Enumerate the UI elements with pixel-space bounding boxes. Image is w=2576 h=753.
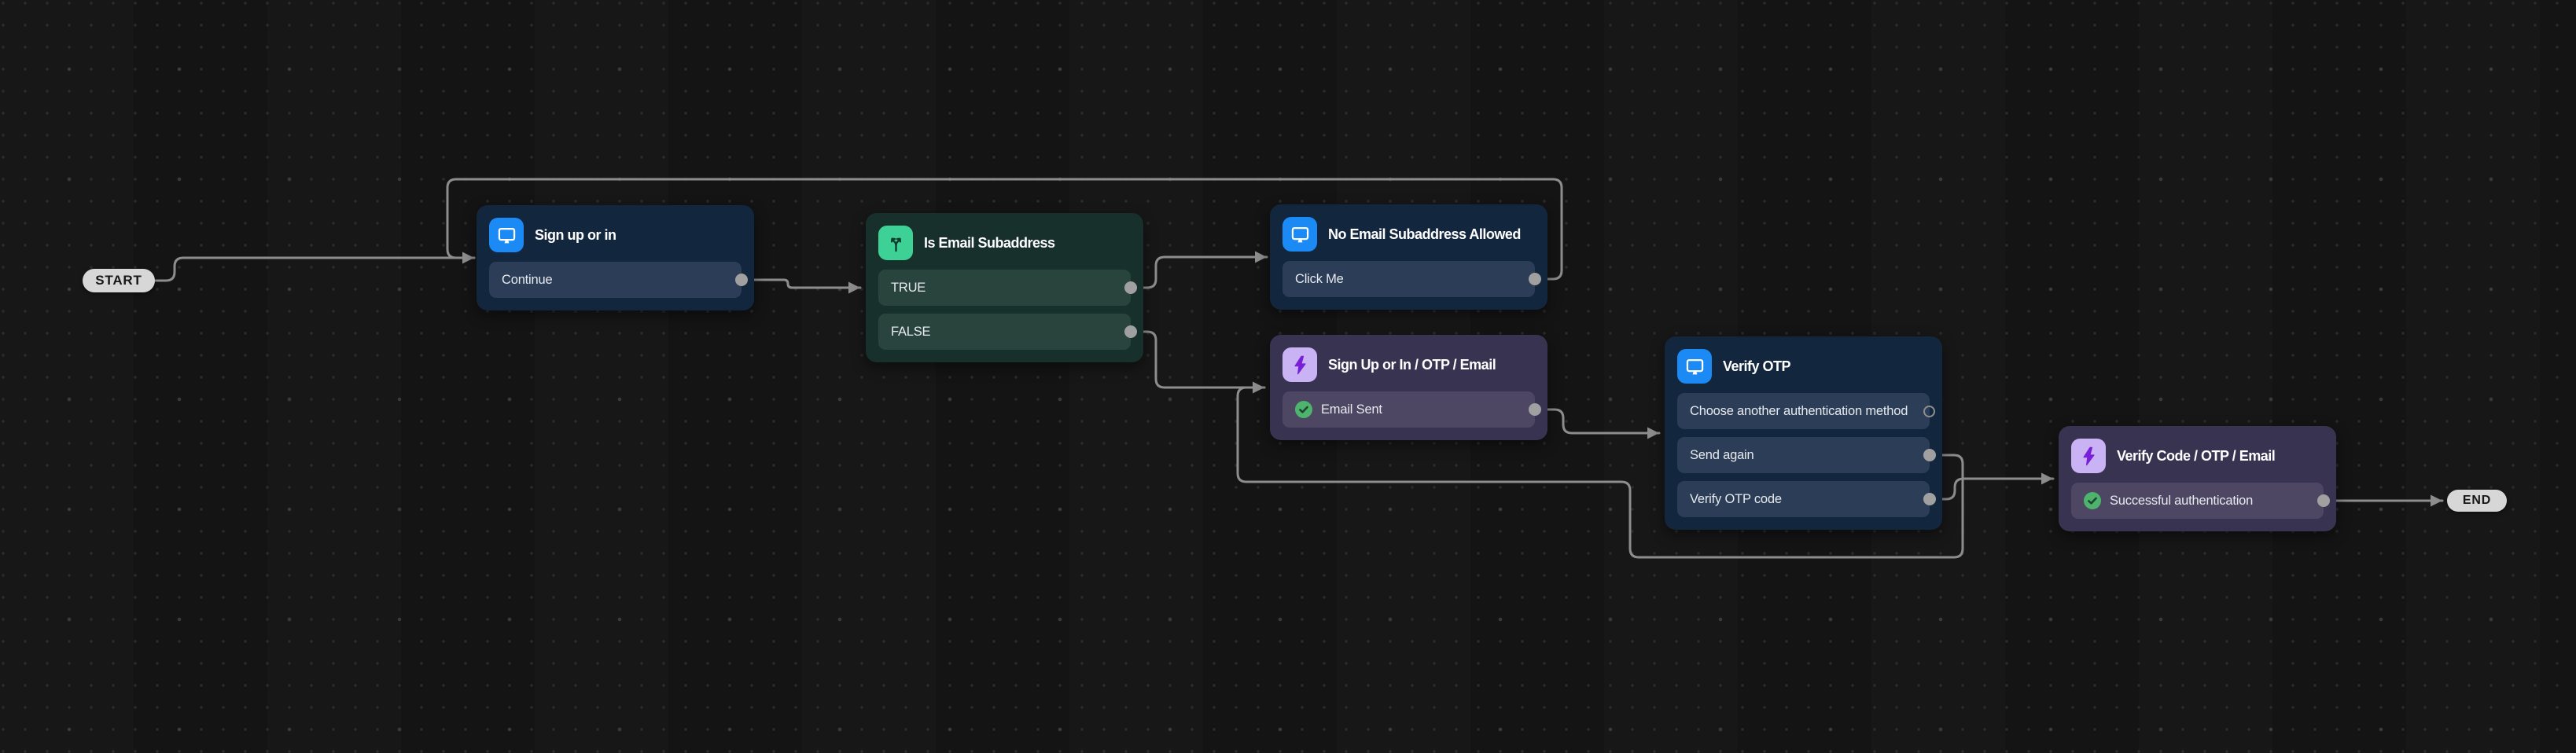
output-port[interactable] — [1923, 449, 1936, 461]
output-port[interactable] — [1124, 281, 1137, 294]
node-header: Verify Code / OTP / Email — [2071, 439, 2324, 473]
bolt-icon — [1282, 347, 1317, 382]
node-sign-up-or-in-otp-email[interactable]: Sign Up or In / OTP / Email Email Sent — [1270, 335, 1547, 440]
row-verify-otp-code[interactable]: Verify OTP code — [1677, 481, 1936, 517]
arrowhead — [462, 252, 474, 264]
start-node[interactable]: START — [83, 269, 155, 292]
output-port[interactable] — [735, 274, 748, 286]
row-false[interactable]: FALSE — [878, 314, 1137, 350]
arrowhead — [2431, 494, 2442, 507]
node-header: Is Email Subaddress — [878, 226, 1131, 260]
end-label: END — [2462, 494, 2492, 507]
output-port[interactable] — [1529, 273, 1541, 285]
edge-email-sent-to-verify-otp — [1533, 408, 1661, 435]
check-icon — [1295, 401, 1312, 418]
branch-icon — [878, 226, 913, 260]
row-successful-authentication[interactable]: Successful authentication — [2071, 483, 2330, 519]
monitor-icon — [1282, 217, 1317, 252]
row-choose-another-authentication-method[interactable]: Choose another authentication method — [1677, 393, 1935, 429]
edge-false-to-sign-up-otp-email — [1129, 330, 1266, 389]
node-title: Verify Code / OTP / Email — [2117, 447, 2276, 464]
arrowhead — [1253, 381, 1264, 394]
node-header: Sign up or in — [489, 218, 742, 252]
arrowhead — [2041, 472, 2053, 485]
node-title: Sign up or in — [535, 226, 616, 243]
node-verify-code-otp-email[interactable]: Verify Code / OTP / Email Successful aut… — [2059, 426, 2336, 531]
edge-start-to-sign-up-or-in — [153, 256, 476, 282]
output-port[interactable] — [1124, 325, 1137, 338]
output-port[interactable] — [1529, 403, 1541, 416]
node-header: No Email Subaddress Allowed — [1282, 217, 1535, 252]
arrowhead — [1255, 251, 1267, 263]
node-title: Is Email Subaddress — [924, 234, 1055, 251]
edge-verify-otp-code-to-verify-code-otp-email — [1928, 477, 2055, 501]
bolt-icon — [2071, 439, 2106, 473]
monitor-icon — [489, 218, 524, 252]
node-verify-otp[interactable]: Verify OTP Choose another authentication… — [1665, 336, 1942, 530]
arrowhead — [1647, 427, 1659, 439]
node-is-email-subaddress[interactable]: Is Email Subaddress TRUE FALSE — [866, 213, 1143, 362]
edge-continue-to-is-email-subaddress — [740, 278, 862, 289]
row-send-again[interactable]: Send again — [1677, 437, 1936, 473]
monitor-icon — [1677, 349, 1712, 384]
check-icon — [2084, 492, 2101, 509]
edge-true-to-no-email-subaddress-allowed — [1129, 255, 1268, 289]
node-sign-up-or-in[interactable]: Sign up or in Continue — [477, 205, 754, 310]
node-no-email-subaddress-allowed[interactable]: No Email Subaddress Allowed Click Me — [1270, 204, 1547, 310]
end-node[interactable]: END — [2447, 490, 2507, 512]
node-header: Verify OTP — [1677, 349, 1930, 384]
start-label: START — [95, 273, 142, 288]
row-click-me[interactable]: Click Me — [1282, 261, 1541, 297]
node-title: Verify OTP — [1723, 358, 1791, 374]
row-email-sent[interactable]: Email Sent — [1282, 391, 1541, 428]
node-header: Sign Up or In / OTP / Email — [1282, 347, 1535, 382]
output-port[interactable] — [1923, 493, 1936, 505]
output-port[interactable] — [2317, 494, 2330, 507]
row-true[interactable]: TRUE — [878, 270, 1137, 306]
output-port-unconnected[interactable] — [1923, 405, 1935, 417]
row-continue[interactable]: Continue — [489, 262, 748, 298]
node-title: No Email Subaddress Allowed — [1328, 226, 1521, 242]
arrowhead — [848, 281, 860, 294]
node-title: Sign Up or In / OTP / Email — [1328, 356, 1496, 373]
